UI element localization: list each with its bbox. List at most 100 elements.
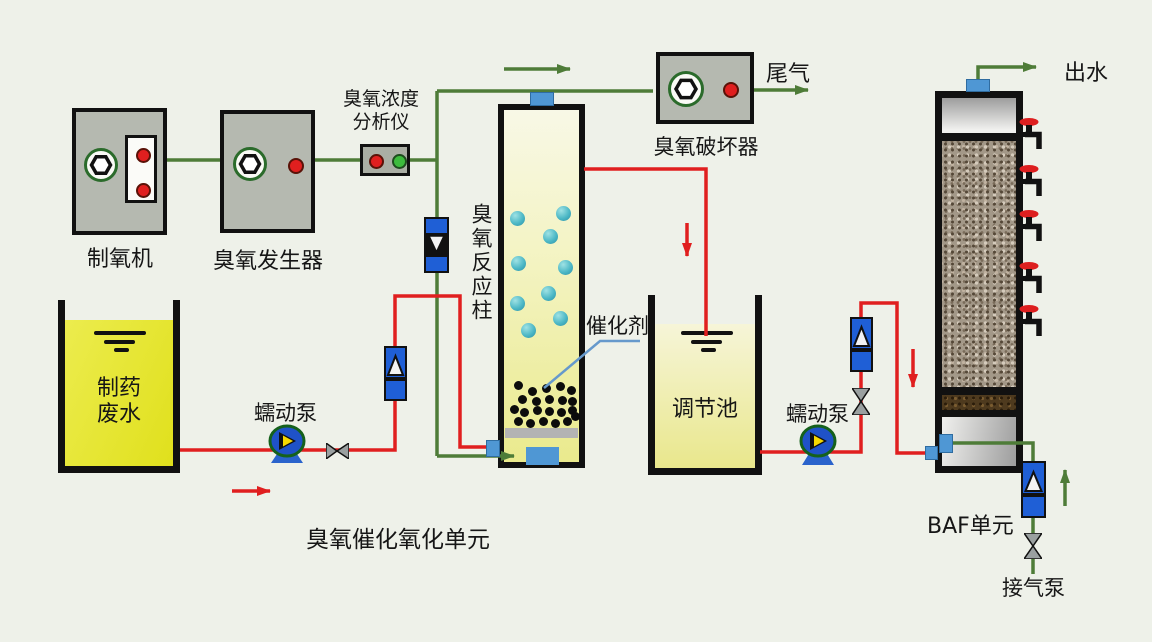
ozone-analyzer-label: 臭氧浓度 分析仪: [331, 88, 431, 134]
catalyst-dot: [525, 418, 535, 428]
catalyst-dot: [538, 416, 548, 426]
catalyst-dot: [566, 385, 576, 395]
catalyst-dot: [555, 381, 565, 391]
red-indicator-light: [288, 158, 304, 174]
regulating-tank-label: 调节池: [671, 397, 738, 422]
baf-separator: [942, 133, 1016, 141]
gas-diffuser: [526, 447, 559, 465]
baf-top-port: [966, 79, 990, 92]
ozone-bubble: [552, 310, 568, 326]
catalyst-label: 催化剂: [586, 314, 649, 338]
transfer-pump-label: 蠕动泵: [786, 402, 849, 426]
air-pump-label: 接气泵: [1002, 576, 1065, 600]
catalyst-dot: [531, 396, 541, 406]
catalyst-dot: [550, 418, 560, 428]
ozone-bubble: [557, 259, 573, 275]
wastewater-liquid: [65, 320, 173, 466]
pipe-regtank-to-baf: [760, 301, 928, 455]
analyzer-label-line1: 臭氧浓度: [342, 88, 419, 110]
catalyst-dot: [567, 405, 577, 415]
catalyst-dot: [527, 386, 537, 396]
outlet-water-label: 出水: [1064, 61, 1109, 86]
ozone-bubble: [510, 255, 526, 271]
analyzer-label-line2: 分析仪: [352, 111, 410, 133]
catalyst-dot: [544, 406, 554, 416]
catalyst-dot: [517, 394, 527, 404]
baf-clear-water-zone: [942, 98, 1016, 133]
feed-flowmeter: [384, 346, 407, 401]
sampling-tap-icon: [1018, 262, 1042, 293]
air-valve-icon: [1024, 533, 1042, 559]
catalyst-dot: [513, 416, 523, 426]
transfer-flowmeter: [850, 317, 873, 372]
oxygen-generator-label: 制氧机: [86, 247, 153, 272]
gas-flowmeter: [424, 217, 449, 273]
compressor-icon: [233, 147, 267, 181]
sampling-tap-icon: [1018, 165, 1042, 196]
tail-gas-label: 尾气: [766, 62, 811, 87]
red-indicator-light: [723, 82, 739, 98]
wastewater-label-line2: 废水: [96, 402, 141, 427]
ozone-bubble: [555, 205, 571, 221]
baf-column: [935, 91, 1023, 473]
ozone-bubble: [520, 322, 536, 338]
wastewater-label-line1: 制药: [96, 376, 141, 401]
catalyst-dot: [509, 404, 519, 414]
ozone-analyzer-box: [360, 144, 410, 176]
catalyst-dot: [541, 383, 551, 393]
ozone-bubble: [509, 210, 525, 226]
indicator-panel: [125, 135, 157, 203]
baf-filter-media: [942, 141, 1016, 387]
catalyst-dot: [562, 416, 572, 426]
baf-inlet-port-inner: [939, 434, 953, 453]
ozone-bubble: [540, 285, 556, 301]
red-indicator-light: [136, 148, 151, 163]
wastewater-tank-label: 制药 废水: [69, 376, 169, 428]
baf-separator: [942, 387, 1016, 395]
wastewater-tank: [58, 300, 180, 473]
liquid-lines: [180, 167, 928, 496]
pipe-feed-to-column: [180, 294, 488, 452]
feed-valve-icon: [326, 443, 349, 459]
ozone-bubble: [542, 228, 558, 244]
catalyst-dot: [556, 407, 566, 417]
unit-caption: 臭氧催化氧化单元: [306, 527, 490, 553]
ozone-bubble: [509, 295, 525, 311]
distributor-plate: [505, 428, 578, 438]
catalyst-dot: [570, 411, 580, 421]
feed-pump-icon: [268, 424, 306, 463]
pipe-baf-aeration: [951, 441, 1035, 462]
column-top-port: [530, 92, 554, 106]
catalyst-pointer-line: [543, 339, 640, 389]
pipe-baf-effluent: [976, 62, 1037, 80]
reaction-column-label: 臭氧反应柱: [469, 203, 493, 323]
catalyst-dot: [567, 396, 577, 406]
red-indicator-light: [136, 183, 151, 198]
catalyst-dot: [532, 405, 542, 415]
sampling-tap-icon: [1018, 210, 1042, 241]
catalyst-dot: [513, 380, 523, 390]
ozone-generator-label: 臭氧发生器: [212, 249, 323, 274]
catalyst-dot: [557, 395, 567, 405]
baf-separator: [942, 410, 1016, 417]
compressor-icon: [668, 71, 704, 107]
column-inlet-port: [486, 440, 500, 457]
ozone-generator-box: [220, 110, 315, 233]
catalyst-dot: [544, 394, 554, 404]
red-indicator-light: [369, 154, 384, 169]
green-indicator-light: [392, 154, 407, 169]
baf-support-layer: [942, 395, 1016, 410]
baf-unit-label: BAF单元: [927, 514, 1014, 539]
sampling-tap-icon: [1018, 305, 1042, 336]
regulating-tank: [648, 295, 762, 475]
feed-pump-label: 蠕动泵: [254, 401, 317, 425]
catalyst-dot: [519, 407, 529, 417]
pipe-column-to-regtank: [584, 167, 708, 336]
compressor-icon: [84, 148, 118, 182]
transfer-valve-icon: [852, 388, 870, 415]
ozone-destructor-label: 臭氧破坏器: [653, 135, 759, 159]
oxygen-generator-box: [72, 108, 167, 235]
baf-inlet-port-outer: [925, 446, 938, 460]
